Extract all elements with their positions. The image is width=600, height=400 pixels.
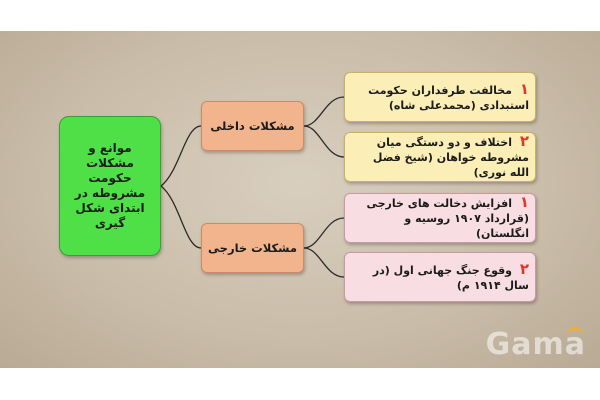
root-node: موانع و مشکلات حکومت مشروطه در ابتدای شک…	[59, 116, 161, 256]
connector-internal-item1	[303, 96, 345, 127]
internal-item-1: ۱ مخالفت طرفداران حکومت استبدادی (محمدعل…	[344, 72, 536, 122]
item-number: ۲	[519, 132, 529, 150]
root-label: موانع و مشکلات حکومت مشروطه در ابتدای شک…	[74, 141, 146, 230]
item-number: ۲	[519, 259, 529, 278]
connector-root-external	[160, 185, 202, 249]
internal-item-2: ۲ اختلاف و دو دستگی میان مشروطه خواهان (…	[344, 132, 536, 182]
item-text: اختلاف و دو دستگی میان مشروطه خواهان (شی…	[372, 136, 529, 179]
branch-label: مشکلات خارجی	[208, 241, 297, 255]
branch-label: مشکلات داخلی	[210, 119, 295, 133]
external-item-1: ۱ افزایش دخالت های خارجی (قرارداد ۱۹۰۷ ر…	[344, 193, 536, 243]
watermark-logo: Gama	[485, 327, 586, 362]
branch-internal-problems: مشکلات داخلی	[201, 101, 304, 151]
item-text: مخالفت طرفداران حکومت استبدادی (محمدعلی …	[368, 83, 529, 112]
external-item-2: ۲ وقوع جنگ جهانی اول (در سال ۱۹۱۴ م)	[344, 252, 536, 302]
slide-canvas: موانع و مشکلات حکومت مشروطه در ابتدای شک…	[0, 31, 600, 368]
item-text: وقوع جنگ جهانی اول (در سال ۱۹۱۴ م)	[372, 263, 529, 292]
connector-lines	[160, 96, 345, 278]
connector-external-item2	[303, 247, 345, 278]
watermark-arc-icon	[566, 327, 584, 340]
item-number: ۱	[519, 79, 529, 98]
connector-root-internal	[160, 125, 202, 187]
item-number: ۱	[519, 193, 529, 211]
connector-internal-item2	[303, 125, 345, 158]
connector-external-item1	[303, 217, 345, 249]
item-text: افزایش دخالت های خارجی (قرارداد ۱۹۰۷ روس…	[366, 197, 529, 240]
branch-external-problems: مشکلات خارجی	[201, 223, 304, 273]
